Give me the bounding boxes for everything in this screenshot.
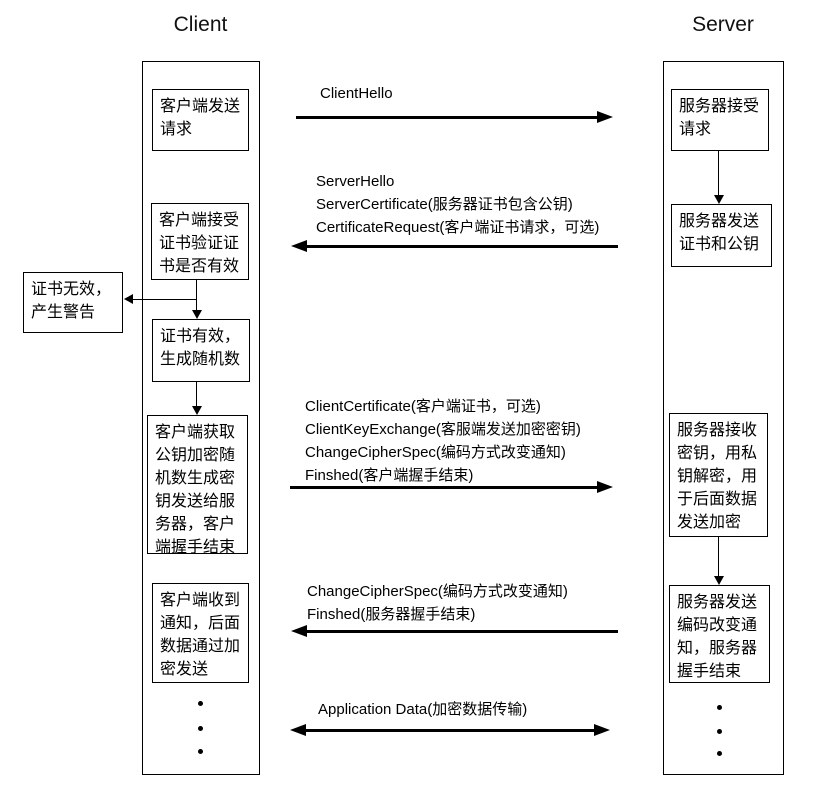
ellipsis-dot (198, 726, 203, 731)
message-3-label: ClientCertificate(客户端证书，可选) ClientKeyExc… (305, 395, 581, 487)
ellipsis-dot (717, 729, 722, 734)
message-line: Application Data(加密数据传输) (318, 701, 528, 718)
arrow-right-icon (594, 724, 610, 736)
message-3-line (290, 486, 599, 489)
server-step-decrypt-key: 服务器接收密钥，用私钥解密，用于后面数据发送加密 (669, 413, 768, 537)
server-step-change-cipher: 服务器发送编码改变通知，服务器握手结束 (669, 585, 770, 683)
ellipsis-dot (198, 701, 203, 706)
arrow-right-icon (597, 111, 613, 123)
flow-line-accept-to-send (718, 151, 719, 196)
server-step-send-certificate: 服务器发送证书和公钥 (671, 204, 772, 267)
message-line: ChangeCipherSpec(编码方式改变通知) (307, 583, 568, 600)
arrow-down-icon (192, 406, 202, 415)
message-2-line (305, 245, 618, 248)
arrow-left-icon (124, 294, 133, 304)
message-line: ServerHello (316, 173, 395, 190)
message-1-label: ClientHello (320, 82, 393, 105)
client-step-verify-certificate: 客户端接受证书验证证书是否有效 (151, 203, 249, 280)
arrow-down-icon (714, 576, 724, 585)
client-step-encrypt-key: 客户端获取公钥加密随机数生成密钥发送给服务器，客户端握手结束 (147, 415, 248, 554)
flow-line-valid-to-encrypt (196, 382, 197, 407)
message-line: CertificateRequest(客户端证书请求，可选) (316, 219, 600, 236)
client-column-title: Client (173, 13, 228, 36)
message-line: ClientKeyExchange(客服端发送加密密钥) (305, 421, 581, 438)
client-step-send-request: 客户端发送请求 (152, 89, 249, 151)
server-column-title: Server (692, 13, 754, 36)
message-line: ClientCertificate(客户端证书，可选) (305, 398, 541, 415)
message-line: Finshed(客户端握手结束) (305, 467, 474, 484)
message-1-line (296, 116, 599, 119)
ellipsis-dot (717, 751, 722, 756)
message-5-label: Application Data(加密数据传输) (318, 698, 527, 721)
message-4-label: ChangeCipherSpec(编码方式改变通知) Finshed(服务器握手… (307, 580, 568, 626)
flow-line-decrypt-to-change (718, 537, 719, 577)
arrow-down-icon (192, 310, 202, 319)
message-2-label: ServerHello ServerCertificate(服务器证书包含公钥)… (316, 170, 599, 239)
arrow-right-icon (597, 481, 613, 493)
message-5-line (304, 729, 596, 732)
message-line: ClientHello (320, 85, 393, 102)
ellipsis-dot (717, 705, 722, 710)
client-step-receive-notice: 客户端收到通知，后面数据通过加密发送 (152, 583, 249, 683)
arrow-left-icon (291, 240, 307, 252)
message-4-line (305, 630, 618, 633)
message-line: Finshed(服务器握手结束) (307, 606, 476, 623)
message-line: ServerCertificate(服务器证书包含公钥) (316, 196, 573, 213)
arrow-left-icon (291, 625, 307, 637)
flow-line-verify-to-valid (196, 280, 197, 311)
arrow-down-icon (714, 195, 724, 204)
client-step-cert-valid: 证书有效，生成随机数 (152, 319, 250, 382)
flow-line-branch-invalid (126, 299, 197, 300)
arrow-left-icon (290, 724, 306, 736)
ellipsis-dot (198, 749, 203, 754)
message-line: ChangeCipherSpec(编码方式改变通知) (305, 444, 566, 461)
client-cert-invalid-warning-box: 证书无效，产生警告 (23, 272, 123, 333)
server-step-accept-request: 服务器接受请求 (671, 89, 769, 151)
